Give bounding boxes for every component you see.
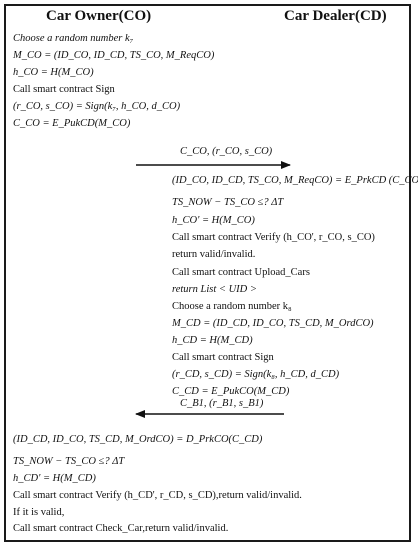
dealer-step-13: C_CD = E_PukCO(M_CD) <box>172 386 290 397</box>
owner-verify-6: Call smart contract Check_Car,return val… <box>13 523 229 534</box>
dealer-step-6: Call smart contract Upload_Cars <box>172 267 310 278</box>
owner-verify-1: (ID_CD, ID_CO, TS_CD, M_OrdCO) = D_PrkCO… <box>13 434 263 445</box>
owner-step-4: Call smart contract Sign <box>13 84 115 95</box>
dealer-step-9: M_CD = (ID_CD, ID_CO, TS_CD, M_OrdCO) <box>172 318 374 329</box>
dealer-step-4: Call smart contract Verify (h_CO', r_CO,… <box>172 232 375 243</box>
car-owner-header: Car Owner(CO) <box>46 8 152 24</box>
message-1-label: C_CO, (r_CO, s_CO) <box>180 146 273 157</box>
dealer-step-2: TS_NOW − TS_CO ≤? ΔT <box>172 197 284 208</box>
dealer-step-10: h_CD = H(M_CD) <box>172 335 253 346</box>
dealer-step-8: Choose a random number k₈ <box>172 301 292 312</box>
dealer-step-11: Call smart contract Sign <box>172 352 274 363</box>
owner-verify-2: TS_NOW − TS_CO ≤? ΔT <box>13 456 125 467</box>
dealer-step-3: h_CO' = H(M_CO) <box>172 215 255 226</box>
owner-step-3: h_CO = H(M_CO) <box>13 67 94 78</box>
dealer-step-1: (ID_CO, ID_CD, TS_CO, M_ReqCO) = E_PrkCD… <box>172 175 418 186</box>
owner-step-5: (r_CO, s_CO) = Sign(k₇, h_CO, d_CO) <box>13 101 181 112</box>
owner-step-2: M_CO = (ID_CO, ID_CD, TS_CO, M_ReqCO) <box>13 50 215 61</box>
message-2-label: C_B1, (r_B1, s_B1) <box>180 398 264 409</box>
car-dealer-header: Car Dealer(CD) <box>284 8 387 24</box>
dealer-step-7: return List < UID > <box>172 284 257 295</box>
owner-verify-5: If it is valid, <box>13 507 65 518</box>
owner-step-1: Choose a random number k₇ <box>13 33 134 44</box>
dealer-step-5: return valid/invalid. <box>172 249 256 260</box>
protocol-frame <box>4 4 411 542</box>
owner-verify-4: Call smart contract Verify (h_CD', r_CD,… <box>13 490 302 501</box>
owner-step-6: C_CO = E_PukCD(M_CO) <box>13 118 131 129</box>
owner-verify-3: h_CD' = H(M_CD) <box>13 473 96 484</box>
dealer-step-12: (r_CD, s_CD) = Sign(k₈, h_CD, d_CD) <box>172 369 340 380</box>
